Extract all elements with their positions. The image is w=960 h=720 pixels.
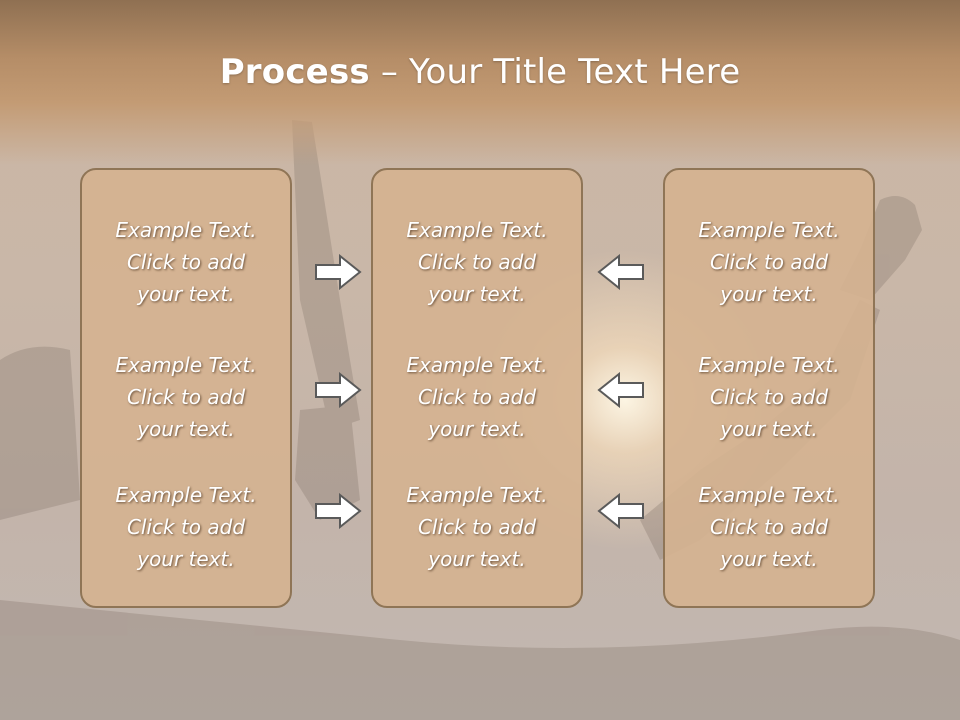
left-arrow-icon <box>597 254 644 290</box>
text-line: Click to add <box>709 385 829 409</box>
panel-text-item[interactable]: Example Text. Click to add your text. <box>665 479 873 575</box>
text-line: your text. <box>137 417 235 441</box>
text-line: Click to add <box>126 385 246 409</box>
right-arrow-icon <box>315 493 362 529</box>
process-panel-left[interactable]: Example Text. Click to add your text. Ex… <box>80 168 292 608</box>
process-panel-center[interactable]: Example Text. Click to add your text. Ex… <box>371 168 583 608</box>
text-line: your text. <box>720 282 818 306</box>
text-line: Click to add <box>126 515 246 539</box>
text-line: Example Text. <box>698 483 840 507</box>
text-line: Example Text. <box>698 218 840 242</box>
text-line: Example Text. <box>406 353 548 377</box>
panel-text-item[interactable]: Example Text. Click to add your text. <box>82 349 290 445</box>
panel-text-item[interactable]: Example Text. Click to add your text. <box>665 349 873 445</box>
right-arrow-icon <box>315 372 362 408</box>
text-line: Example Text. <box>406 218 548 242</box>
text-line: your text. <box>428 282 526 306</box>
left-arrow-icon <box>597 372 644 408</box>
text-line: Click to add <box>709 250 829 274</box>
text-line: Click to add <box>417 515 537 539</box>
process-panel-right[interactable]: Example Text. Click to add your text. Ex… <box>663 168 875 608</box>
panel-text-item[interactable]: Example Text. Click to add your text. <box>665 214 873 310</box>
text-line: your text. <box>720 417 818 441</box>
text-line: Click to add <box>417 385 537 409</box>
panel-text-item[interactable]: Example Text. Click to add your text. <box>82 479 290 575</box>
left-arrow-icon <box>597 493 644 529</box>
title-band <box>0 0 960 165</box>
text-line: Click to add <box>709 515 829 539</box>
text-line: your text. <box>428 417 526 441</box>
title-rest: – Your Title Text Here <box>369 52 741 92</box>
text-line: your text. <box>428 547 526 571</box>
text-line: your text. <box>137 282 235 306</box>
panel-text-item[interactable]: Example Text. Click to add your text. <box>373 349 581 445</box>
text-line: Click to add <box>417 250 537 274</box>
panel-text-item[interactable]: Example Text. Click to add your text. <box>82 214 290 310</box>
text-line: Example Text. <box>115 353 257 377</box>
title-bold-word: Process <box>219 52 370 92</box>
text-line: your text. <box>137 547 235 571</box>
right-arrow-icon <box>315 254 362 290</box>
slide-title[interactable]: Process – Your Title Text Here <box>0 52 960 92</box>
panel-text-item[interactable]: Example Text. Click to add your text. <box>373 479 581 575</box>
text-line: Example Text. <box>115 218 257 242</box>
text-line: Click to add <box>126 250 246 274</box>
text-line: Example Text. <box>115 483 257 507</box>
text-line: Example Text. <box>698 353 840 377</box>
text-line: Example Text. <box>406 483 548 507</box>
text-line: your text. <box>720 547 818 571</box>
panel-text-item[interactable]: Example Text. Click to add your text. <box>373 214 581 310</box>
